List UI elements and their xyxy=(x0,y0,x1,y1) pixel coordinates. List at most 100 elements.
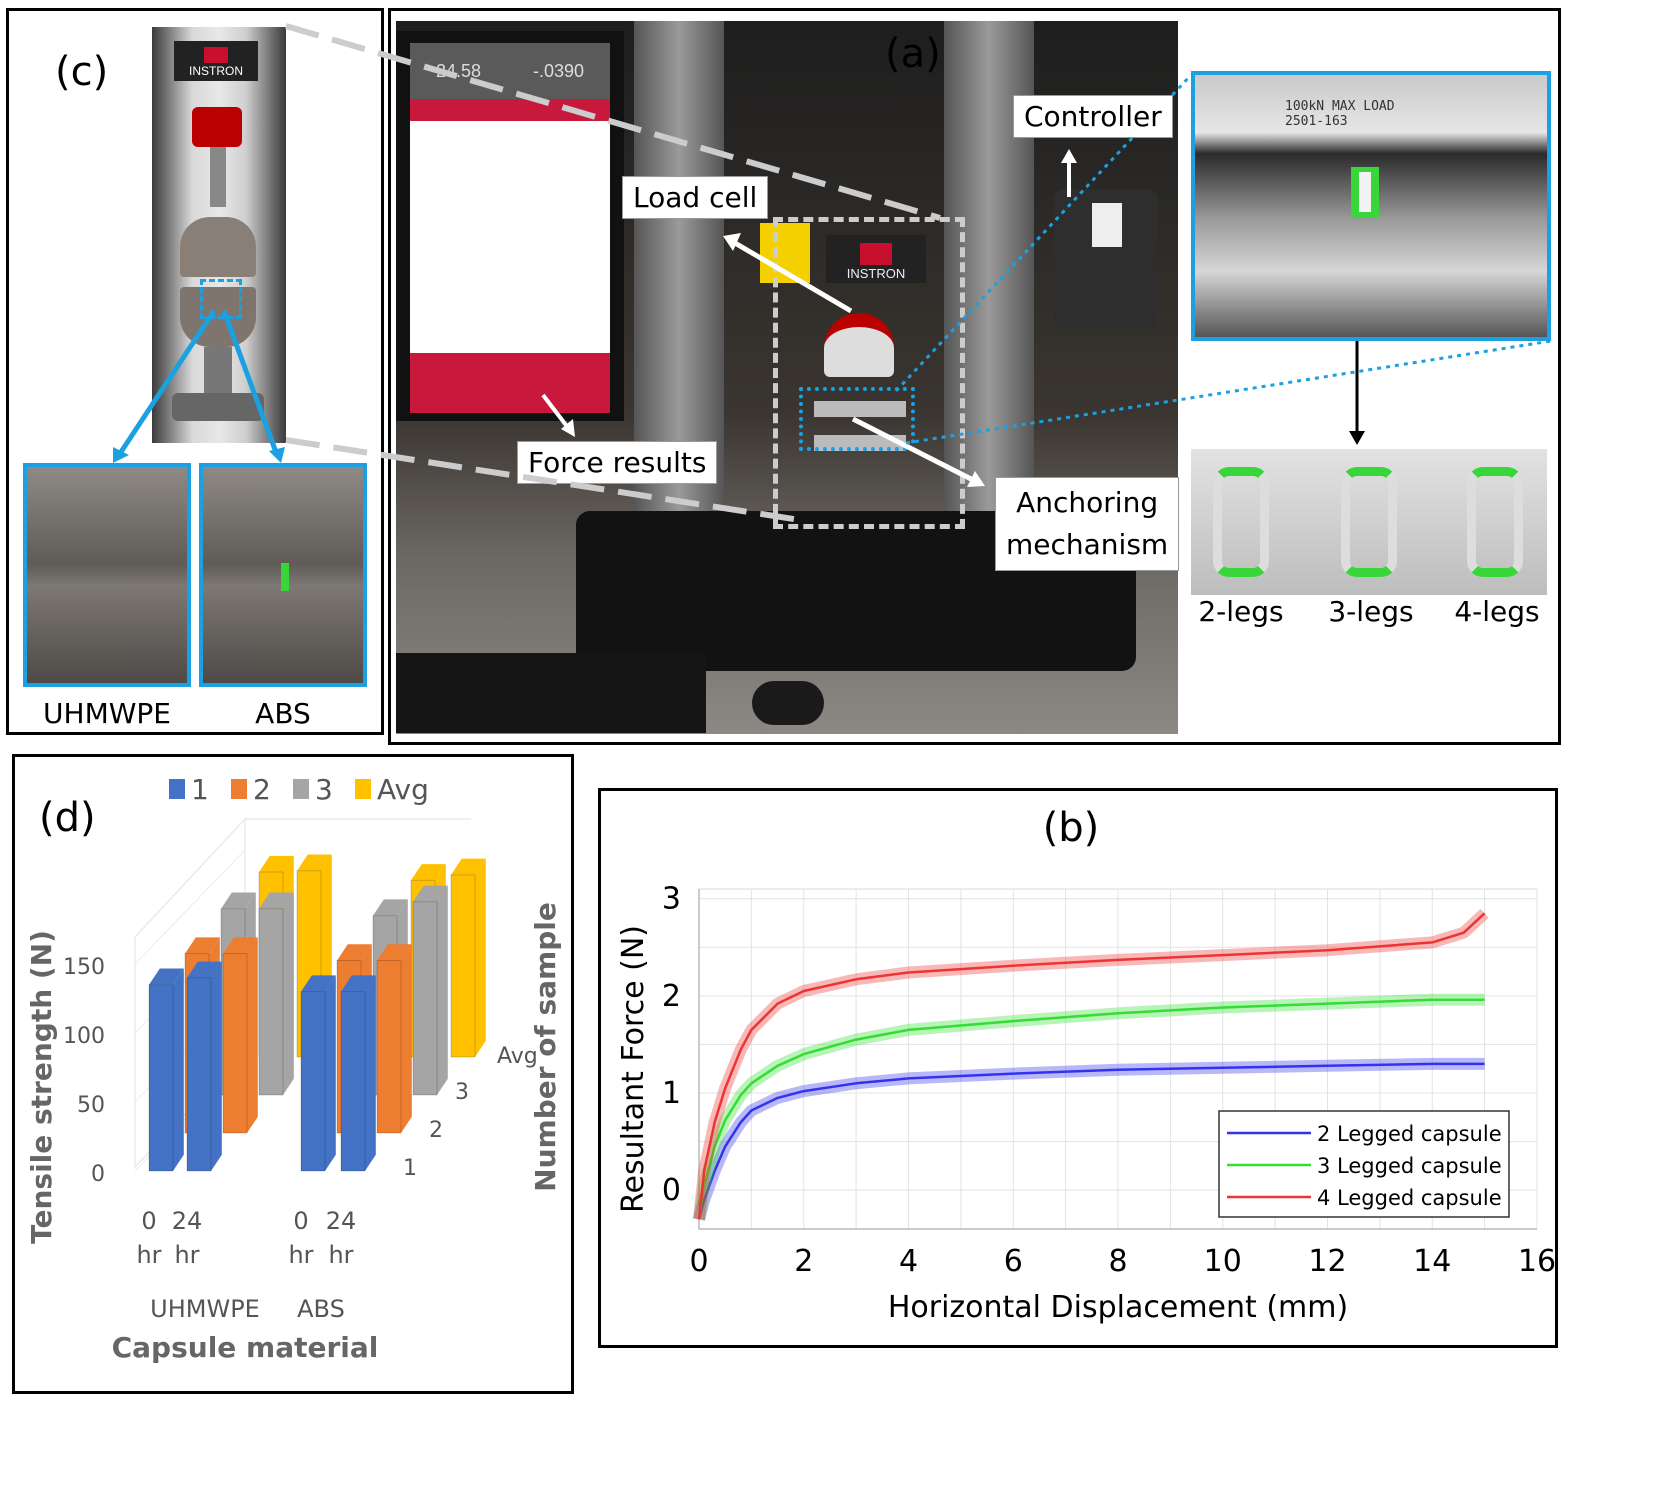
x-tick-label: 0 xyxy=(689,1244,708,1279)
lower-rod-shape xyxy=(204,347,232,397)
panel-c-tester-photo: INSTRON xyxy=(152,27,286,443)
callout-anchoring-line2: mechanism xyxy=(1006,528,1169,561)
load-cell-shape xyxy=(192,107,242,147)
upper-rod-shape xyxy=(210,147,226,207)
callout-anchoring-line1: Anchoring xyxy=(1016,486,1159,519)
bar-top-3 xyxy=(373,899,408,916)
depth-tick-label: 1 xyxy=(403,1156,417,1181)
abs-grip-photo xyxy=(199,463,367,687)
machine-brand-plate: INSTRON xyxy=(826,235,926,283)
bar-top-3 xyxy=(413,885,448,902)
x-tick-label: 10 xyxy=(1204,1244,1242,1279)
capsule-4-legs xyxy=(1467,467,1523,577)
bar-side-1 xyxy=(173,968,184,1171)
series-line-2-legged xyxy=(697,1062,1485,1220)
depth-axis-label: Number of sample xyxy=(529,902,562,1192)
bar-3 xyxy=(412,901,438,1096)
x-tick-label: 16 xyxy=(1518,1244,1555,1279)
capsule-closeup-shape xyxy=(1351,167,1379,217)
keyboard-shape xyxy=(396,653,706,733)
y-tick-label: 150 xyxy=(63,955,105,980)
x-tick-label: 4 xyxy=(899,1244,918,1279)
callout-anchoring: Anchoring mechanism xyxy=(995,477,1180,571)
bar-top-3 xyxy=(221,892,256,909)
bar-side-2 xyxy=(401,944,412,1133)
sample-zoom-box xyxy=(799,387,915,451)
plate-text-line2: 2501-163 xyxy=(1285,114,1348,129)
legend-swatch xyxy=(293,779,309,799)
group-label: ABS xyxy=(297,1295,345,1323)
panel-c-brand-plate: INSTRON xyxy=(174,41,258,81)
legend-label: 3 xyxy=(315,773,333,806)
bar-top-Avg xyxy=(259,855,294,873)
y-axis-label: Tensile strength (N) xyxy=(25,930,58,1244)
bar-side-1 xyxy=(325,975,336,1171)
bar-top-3 xyxy=(259,892,294,909)
depth-tick-label: Avg xyxy=(497,1044,538,1069)
bar-1 xyxy=(148,984,174,1172)
panel-c-arrows xyxy=(113,309,285,463)
category-label-top: 24 xyxy=(326,1207,357,1235)
bar-top-2 xyxy=(337,944,372,961)
bar-side-1 xyxy=(365,975,376,1171)
material-label-uhmwpe: UHMWPE xyxy=(43,697,171,730)
legend-label: 2 xyxy=(253,773,271,806)
bar-3 xyxy=(258,908,284,1096)
series-line-3-legged xyxy=(697,998,1485,1220)
legend-swatch xyxy=(231,779,247,799)
load-cell-part xyxy=(824,313,894,377)
legend-box-b xyxy=(1218,1110,1510,1218)
bar-top-1 xyxy=(149,968,184,985)
machine-logo-icon xyxy=(860,243,892,265)
legs-label-4: 4-legs xyxy=(1454,595,1540,628)
panel-a: 24.58 -.0390 INSTRON (a) xyxy=(388,8,1561,745)
capsules-photo xyxy=(1191,449,1547,595)
category-label-bottom: hr xyxy=(328,1241,353,1269)
x-tick-label: 2 xyxy=(794,1244,813,1279)
series-line-4-legged xyxy=(697,912,1486,1220)
category-label-bottom: hr xyxy=(136,1241,161,1269)
legend-label: 1 xyxy=(191,773,209,806)
bar-1 xyxy=(186,977,212,1172)
panel-c-label: (c) xyxy=(55,49,109,95)
panel-c-brand: INSTRON xyxy=(189,64,243,78)
bar-top-1 xyxy=(301,975,336,992)
y-tick-label: 100 xyxy=(63,1024,105,1049)
material-label-abs: ABS xyxy=(255,697,311,730)
group-label: UHMWPE xyxy=(150,1295,260,1323)
bar-top-2 xyxy=(223,937,258,954)
bar-side-3 xyxy=(283,892,294,1095)
x-axis-label: Horizontal Displacement (mm) xyxy=(888,1290,1348,1325)
bar-side-1 xyxy=(211,961,222,1171)
controller-display xyxy=(1092,203,1122,247)
depth-tick-label: 2 xyxy=(429,1118,443,1143)
legend-label: 4 Legged capsule xyxy=(1317,1186,1502,1210)
capsule-2-legs xyxy=(1213,467,1269,577)
platen-closeup-photo: 100kN MAX LOAD 2501-163 xyxy=(1191,71,1551,341)
category-label-top: 24 xyxy=(172,1207,203,1235)
upper-grip-shape xyxy=(180,217,256,277)
machine-brand: INSTRON xyxy=(846,266,906,281)
plate-text-top: 100kN MAX LOAD 2501-163 xyxy=(1285,99,1395,129)
depth-grid-line xyxy=(134,849,246,965)
bar-top-2 xyxy=(185,937,220,954)
legend-label: 2 Legged capsule xyxy=(1317,1122,1502,1146)
bar-1 xyxy=(300,991,326,1172)
bar-top-Avg xyxy=(451,858,486,875)
capsule-3-legs xyxy=(1341,467,1397,577)
upper-platen xyxy=(814,401,906,417)
y-tick-label: 1 xyxy=(662,1076,681,1111)
instron-logo-icon xyxy=(204,47,228,63)
category-label-top: 0 xyxy=(293,1207,308,1235)
bar-top-1 xyxy=(187,961,222,978)
callout-force-results: Force results xyxy=(517,441,718,484)
x-tick-label: 6 xyxy=(1004,1244,1023,1279)
controller-unit xyxy=(1054,189,1158,329)
panel-c: (c) INSTRON UHMWPE ABS xyxy=(6,8,384,735)
category-label-bottom: hr xyxy=(174,1241,199,1269)
legend-swatch xyxy=(169,779,185,799)
legend-swatch xyxy=(355,779,371,799)
panel-c-zoom-box xyxy=(200,279,242,319)
